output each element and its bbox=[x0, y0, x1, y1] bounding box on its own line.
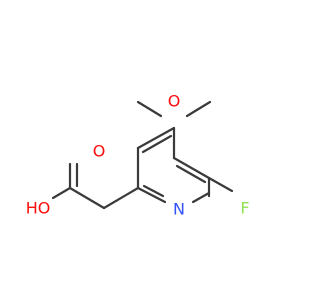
bond-n-c6-lower bbox=[191, 191, 211, 204]
fluorine-label: F bbox=[240, 199, 249, 218]
bond-o-c4 bbox=[185, 100, 212, 118]
bond-c2-n bbox=[136, 186, 167, 204]
bond-methyl-o bbox=[136, 100, 163, 118]
bonds bbox=[51, 100, 234, 210]
bond-c6-f bbox=[207, 176, 234, 193]
bond-c4-c3-inner bbox=[141, 134, 173, 154]
hydroxyl-label: HO bbox=[26, 199, 51, 218]
bond-c2-ch2 bbox=[102, 186, 140, 210]
ring-nitrogen-label: N bbox=[173, 200, 185, 219]
atom-labels: O N F O HO bbox=[26, 92, 250, 219]
bond-c5-c6-inner bbox=[175, 164, 207, 184]
methoxy-oxygen-label: O bbox=[168, 92, 181, 111]
bond-carboxyl-hydroxyl bbox=[51, 186, 72, 200]
molecule-structure: O N F O HO bbox=[26, 92, 250, 219]
carbonyl-oxygen-label: O bbox=[93, 142, 106, 161]
bond-c2-n-inner bbox=[142, 184, 165, 198]
bond-ch2-carboxyl-carbon bbox=[68, 186, 106, 210]
bond-c5-c6 bbox=[172, 156, 211, 180]
structure-canvas: O N F O HO bbox=[26, 92, 250, 219]
bond-c4-c3 bbox=[136, 126, 176, 150]
